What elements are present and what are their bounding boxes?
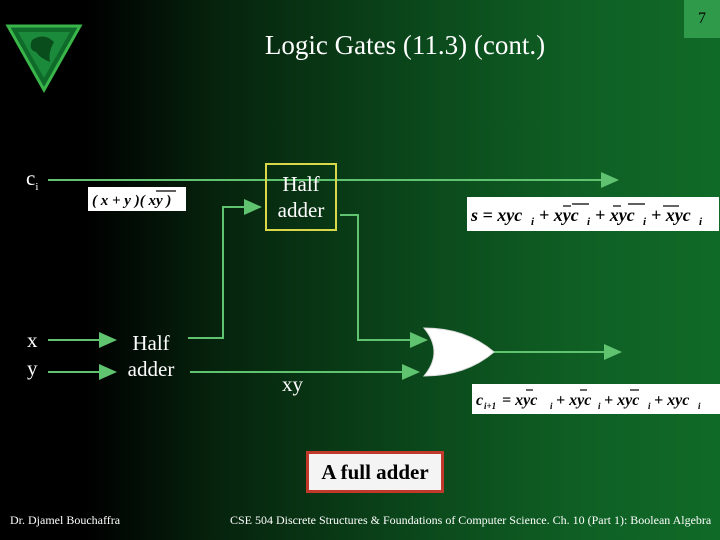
svg-text:+ xyc: + xyc xyxy=(654,392,689,409)
half-adder-top: Half adder xyxy=(265,163,337,231)
half-adder-top-line2: adder xyxy=(277,198,325,222)
formula-s: s = xyc i + xyc i + xyc i + xyc i xyxy=(467,197,719,231)
svg-text:i: i xyxy=(550,401,553,411)
svg-text:= xyc: = xyc xyxy=(502,392,537,409)
svg-text:i: i xyxy=(531,216,535,228)
footer-author: Dr. Djamel Bouchaffra xyxy=(10,513,121,527)
half-adder-bottom-line2: adder xyxy=(127,357,175,381)
half-adder-top-line1: Half xyxy=(282,172,320,196)
formula-sum-half-adder: ( x + y )( xy ) xyxy=(88,187,186,211)
half-adder-bottom: Half adder xyxy=(112,326,190,390)
svg-text:i: i xyxy=(598,401,601,411)
svg-text:i: i xyxy=(587,216,591,228)
svg-text:i: i xyxy=(648,401,651,411)
wire-sum-to-half-adder xyxy=(188,199,262,339)
svg-text:+ xyc: + xyc xyxy=(595,205,635,225)
svg-text:c: c xyxy=(476,392,483,409)
svg-text:+ xyc: + xyc xyxy=(604,392,639,409)
xy-label: xy xyxy=(282,372,303,396)
slide-title: Logic Gates (11.3) (cont.) xyxy=(264,30,546,60)
svg-text:+ xyc: + xyc xyxy=(651,205,691,225)
input-y-label: y xyxy=(27,356,38,380)
svg-text:i: i xyxy=(699,216,703,228)
page-number: 7 xyxy=(684,0,720,38)
footer-course: CSE 504 Discrete Structures & Foundation… xyxy=(230,513,712,527)
input-x-label: x xyxy=(27,328,38,352)
or-gate-icon xyxy=(422,327,495,377)
full-adder-caption: A full adder xyxy=(306,451,444,493)
wire-half-adder-to-or xyxy=(340,214,428,348)
svg-text:( x + y )( xy ): ( x + y )( xy ) xyxy=(92,193,171,209)
logo-icon xyxy=(5,24,83,94)
half-adder-bottom-line1: Half xyxy=(132,331,170,355)
svg-text:+ xyc: + xyc xyxy=(539,205,579,225)
input-ci-label: ci xyxy=(26,166,39,194)
svg-text:i+1: i+1 xyxy=(484,401,496,411)
svg-text:+ xyc: + xyc xyxy=(556,392,591,409)
svg-text:s = xyc: s = xyc xyxy=(470,205,522,225)
svg-text:i: i xyxy=(698,401,701,411)
svg-text:i: i xyxy=(643,216,647,228)
